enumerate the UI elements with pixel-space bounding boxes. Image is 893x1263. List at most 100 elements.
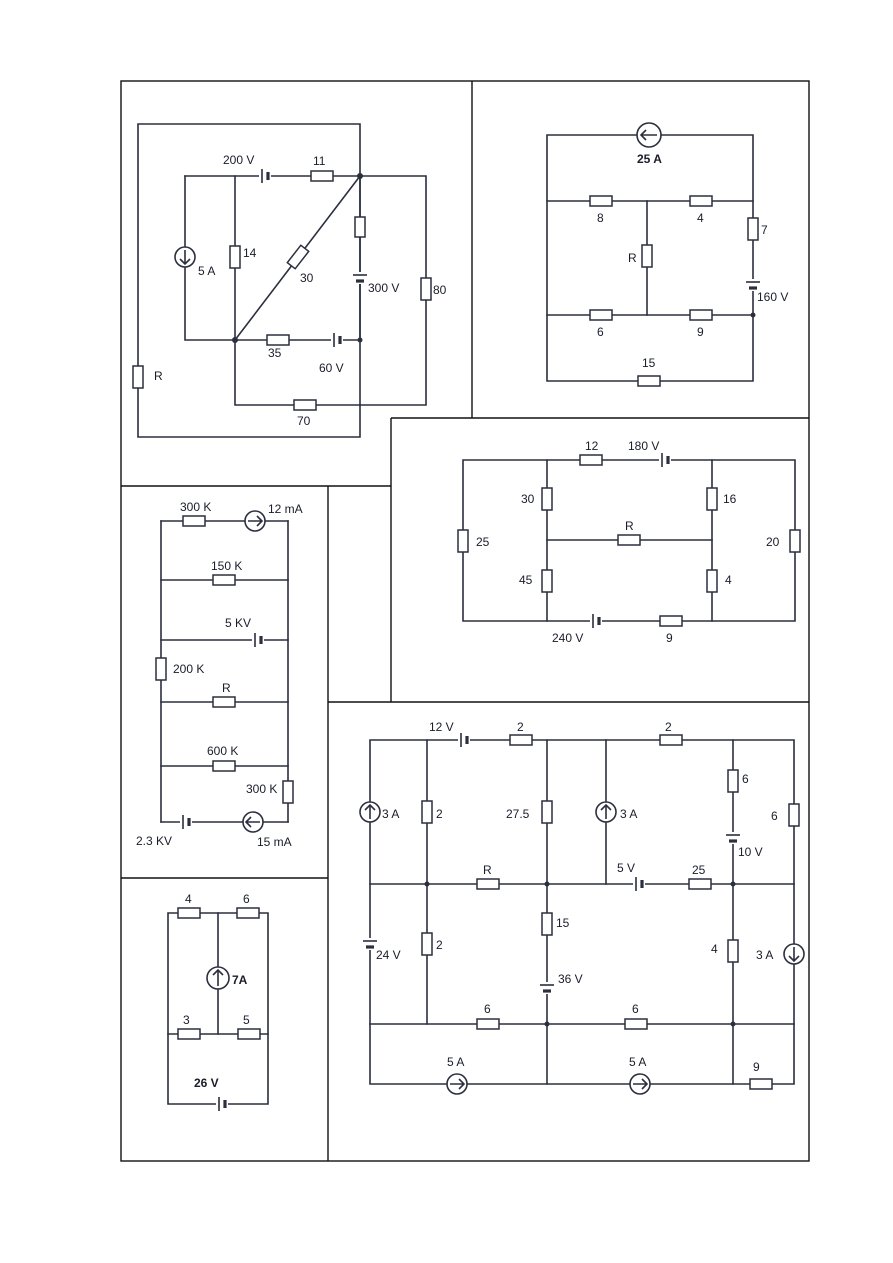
current-source-15ma [242,811,264,833]
label-5a-left: 5 A [447,1055,464,1069]
label-8: 8 [597,211,604,225]
resistor-14 [229,245,241,269]
resistor-27-5 [541,800,553,824]
resistor-8 [589,195,613,207]
resistor-R [212,696,236,708]
label-2-upper: 2 [436,807,443,821]
label-5: 5 [243,1013,250,1027]
resistor-9 [689,309,713,321]
resistor-4 [727,939,739,963]
resistor-R [132,365,144,389]
label-25: 25 [692,863,706,877]
label-200v: 200 V [223,153,254,167]
circuit-5: 4 6 7A 3 5 26 V [167,892,269,1113]
label-5v: 5 V [617,861,635,875]
label-15: 15 [642,356,656,370]
label-24v: 24 V [376,948,401,962]
label-4: 4 [711,942,718,956]
label-4: 4 [725,573,732,587]
battery-36v [538,982,556,994]
current-source-5a-left [446,1073,468,1095]
label-3a-mid: 3 A [620,807,637,821]
battery-240v [590,612,602,630]
label-R: R [628,251,637,265]
label-600k: 600 K [207,744,238,758]
label-R: R [483,863,492,877]
label-15ma: 15 mA [257,835,292,849]
label-2-top-left: 2 [517,720,524,734]
resistor-30 [541,487,553,511]
node-dot [750,312,756,318]
label-6: 6 [243,892,250,906]
label-12v: 12 V [429,720,454,734]
resistor-300k-top [182,515,206,527]
resistor-12 [579,454,603,466]
battery-60v [331,331,343,349]
resistor-3 [177,1028,201,1040]
label-4: 4 [697,211,704,225]
node-dot [357,337,363,343]
label-180v: 180 V [628,439,659,453]
battery-24v [361,938,379,950]
resistor-4 [706,569,718,593]
label-70: 70 [297,414,311,428]
label-25a: 25 A [637,152,662,166]
battery-180v [659,451,671,469]
label-6-bottom-left: 6 [484,1002,491,1016]
resistor-R [617,534,641,546]
current-source-7a [206,966,230,990]
resistor-6-bottom-left [476,1018,500,1030]
circuit-4: 300 K 12 mA 150 K 5 KV 200 K R 600 K 300… [136,500,303,849]
label-6-bottom-right: 6 [632,1002,639,1016]
label-5a: 5 A [198,264,215,278]
resistor-2-lower [421,932,433,956]
battery-5v [633,875,645,893]
node-dot [730,881,736,887]
label-14: 14 [243,246,257,260]
label-9: 9 [666,631,673,645]
label-300k-top: 300 K [180,500,211,514]
label-10v: 10 V [738,845,763,859]
current-source-3a-mid [595,801,617,823]
current-source-5a-right [629,1073,651,1095]
label-R: R [222,681,231,695]
resistor-R [476,878,500,890]
resistor-20 [789,529,801,553]
resistor-45 [541,569,553,593]
circuit-6: 12 V 2 2 3 A 2 27.5 3 A 6 6 10 V R 5 V 2… [359,720,805,1095]
node-dot [357,173,363,179]
resistor-25 [688,878,712,890]
current-source-25a [636,122,662,148]
resistor-11 [310,170,334,182]
label-7a: 7A [232,973,248,987]
resistor-6-right-outer [788,803,800,827]
label-5kv: 5 KV [225,616,251,630]
circuit-3: 12 180 V 30 16 R 25 20 45 4 240 V 9 [457,439,801,645]
resistor-300k-right [282,780,294,804]
resistor-150k [212,574,236,586]
label-2-top-right: 2 [665,720,672,734]
label-6: 6 [597,325,604,339]
label-27-5: 27.5 [506,807,530,821]
resistor-4 [177,907,201,919]
resistor-6 [589,309,613,321]
label-160v: 160 V [757,290,788,304]
resistor-2-top-left [509,734,533,746]
label-20: 20 [766,535,780,549]
label-5a-right: 5 A [629,1055,646,1069]
label-25: 25 [476,535,490,549]
resistor-30 [286,244,310,270]
node-dot [730,1021,736,1027]
resistor-15 [541,912,553,936]
current-source-12ma [244,510,266,532]
current-source-5a [174,246,196,268]
resistor-6-bottom-right [624,1018,648,1030]
node-dot [424,881,430,887]
label-45: 45 [519,573,533,587]
resistor-35 [266,334,290,346]
label-12: 12 [585,439,599,453]
node-dot [232,337,238,343]
label-R: R [154,369,163,383]
resistor-9 [749,1078,773,1090]
battery-10v [724,832,742,844]
